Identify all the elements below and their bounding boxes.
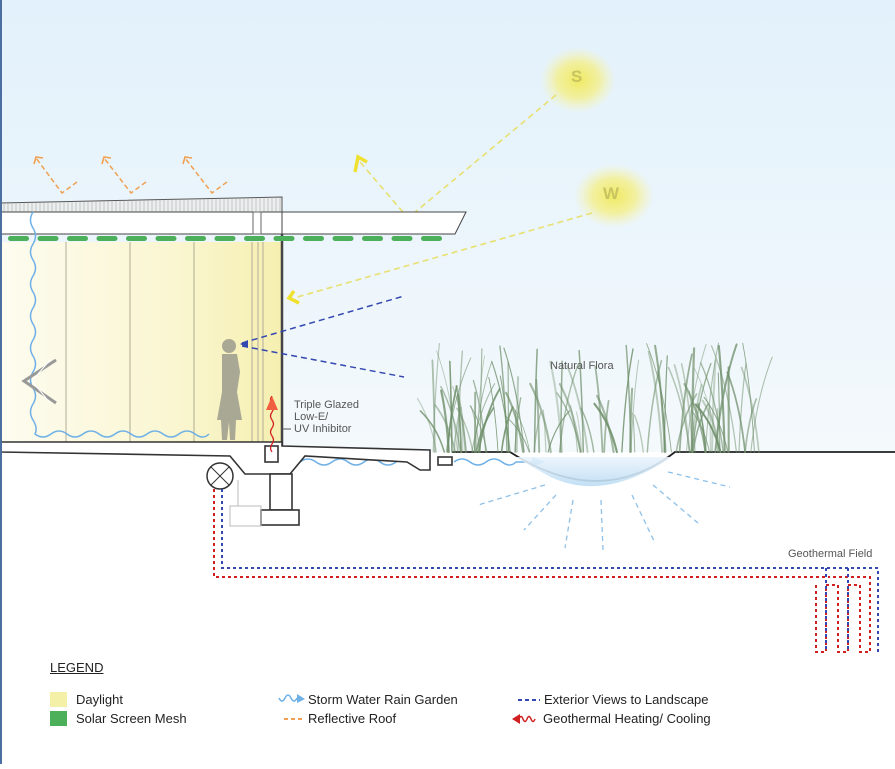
wavy-arrow-left-icon [511, 713, 541, 725]
solar-screen-mesh [8, 236, 442, 241]
solar-mesh-panel [126, 236, 147, 241]
solar-mesh-panel [244, 236, 265, 241]
solar-mesh-panel [215, 236, 236, 241]
legend-title: LEGEND [50, 660, 103, 675]
solar-mesh-panel [156, 236, 177, 241]
solar-mesh-panel [362, 236, 383, 241]
sun-letter-s: S [571, 70, 582, 83]
sun-letter-w: W [603, 187, 619, 200]
left-border [0, 0, 2, 764]
solar-mesh-swatch [50, 711, 67, 726]
legend-item-exterior-views: Exterior Views to Landscape [518, 692, 709, 707]
heat-pump-icon [207, 463, 233, 489]
solar-mesh-panel [97, 236, 118, 241]
legend-label: Reflective Roof [308, 711, 396, 726]
geothermal-field-label: Geothermal Field [788, 548, 872, 561]
dashed-line-icon [518, 695, 542, 705]
solar-mesh-panel [185, 236, 206, 241]
legend-item-reflective-roof: Reflective Roof [284, 711, 396, 726]
wavy-arrow-icon [278, 693, 306, 707]
solar-mesh-panel [8, 236, 29, 241]
legend-label: Daylight [76, 692, 123, 707]
solar-mesh-panel [421, 236, 442, 241]
legend-label: Solar Screen Mesh [76, 711, 187, 726]
legend-item-geothermal: Geothermal Heating/ Cooling [511, 711, 711, 726]
solar-mesh-panel [274, 236, 295, 241]
legend-item-storm-water: Storm Water Rain Garden [278, 692, 458, 707]
solar-mesh-panel [303, 236, 324, 241]
glazing-label-line3: UV Inhibitor [294, 423, 351, 436]
solar-mesh-panel [392, 236, 413, 241]
legend-label: Exterior Views to Landscape [544, 692, 709, 707]
solar-mesh-panel [67, 236, 88, 241]
legend-item-daylight: Daylight [50, 692, 123, 707]
solar-mesh-panel [38, 236, 59, 241]
legend-label: Storm Water Rain Garden [308, 692, 458, 707]
legend-item-solar-mesh: Solar Screen Mesh [50, 711, 187, 726]
daylight-swatch [50, 692, 67, 707]
legend-label: Geothermal Heating/ Cooling [543, 711, 711, 726]
dashed-line-icon [284, 714, 306, 724]
flora-label: Natural Flora [550, 360, 614, 373]
solar-mesh-panel [333, 236, 354, 241]
